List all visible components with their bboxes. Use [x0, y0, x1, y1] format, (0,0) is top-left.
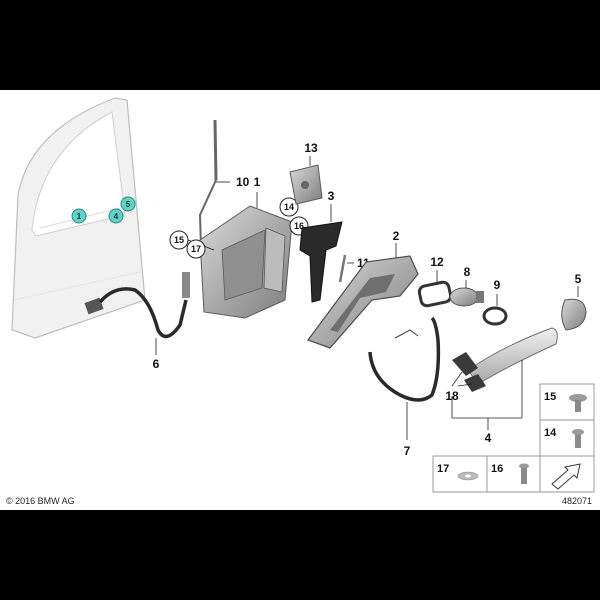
part-7-cable: [368, 316, 441, 440]
part-3-lever: [299, 204, 343, 303]
diagram-id: 482071: [562, 496, 592, 506]
parts-box-16-label: 16: [491, 463, 503, 475]
parts-box-17: 17: [432, 455, 488, 493]
parts-box-arrow: [539, 455, 595, 493]
part-1-lock: [199, 192, 293, 319]
part-2-carrier: [307, 243, 419, 349]
circled-callout-14: 14: [279, 197, 299, 217]
callout-18: 18: [445, 389, 459, 403]
part-11-pin: [338, 254, 354, 283]
circled-callout-15: 15: [169, 230, 215, 251]
callout-13: 13: [304, 141, 318, 155]
parts-box-14: 14: [539, 419, 595, 457]
part-13-bracket: [289, 156, 323, 205]
door-marker-1: 1: [71, 208, 87, 224]
part-4-handle: [452, 327, 558, 392]
callout-3: 3: [328, 189, 335, 203]
callout-7: 7: [404, 444, 411, 458]
circled-17-label: 17: [191, 244, 201, 254]
parts-box-14-label: 14: [544, 427, 557, 439]
callout-1: 1: [254, 175, 261, 189]
callout-6: 6: [153, 357, 160, 371]
bottom-black-band: [0, 510, 600, 600]
circled-16-label: 16: [294, 221, 304, 231]
parts-diagram: 1 4 5 6 10 1 15 17 14: [6, 97, 595, 506]
bracket-4: [451, 360, 523, 430]
callout-9: 9: [494, 278, 501, 292]
circled-15-label: 15: [174, 235, 184, 245]
door-marker-5-label: 5: [126, 200, 131, 209]
parts-box-17-label: 17: [437, 463, 449, 475]
part-10-rod: [198, 119, 230, 249]
leader-18: [451, 371, 473, 387]
parts-box-15-label: 15: [544, 391, 556, 403]
door-marker-1-label: 1: [77, 212, 82, 221]
callout-12: 12: [430, 255, 444, 269]
callout-4: 4: [485, 431, 492, 445]
callout-5: 5: [575, 272, 582, 286]
door-marker-5: 5: [120, 196, 136, 212]
part-9-seal: [482, 294, 508, 326]
part-8-cylinder: [449, 280, 484, 307]
top-black-band: [0, 0, 600, 90]
copyright-text: © 2016 BMW AG: [6, 496, 75, 506]
callout-2: 2: [393, 229, 400, 243]
part-5-cap: [561, 286, 587, 331]
callout-8: 8: [464, 265, 471, 279]
part-6-cable: [84, 272, 190, 355]
circled-14-label: 14: [284, 202, 294, 212]
parts-box-16: 16: [486, 455, 541, 493]
door-marker-4-label: 4: [114, 212, 119, 221]
door-marker-4: 4: [108, 208, 124, 224]
circled-callout-17: 17: [186, 239, 206, 259]
parts-box-15: 15: [539, 383, 595, 421]
part-12-gasket: [417, 270, 453, 308]
callout-10: 10: [236, 175, 250, 189]
